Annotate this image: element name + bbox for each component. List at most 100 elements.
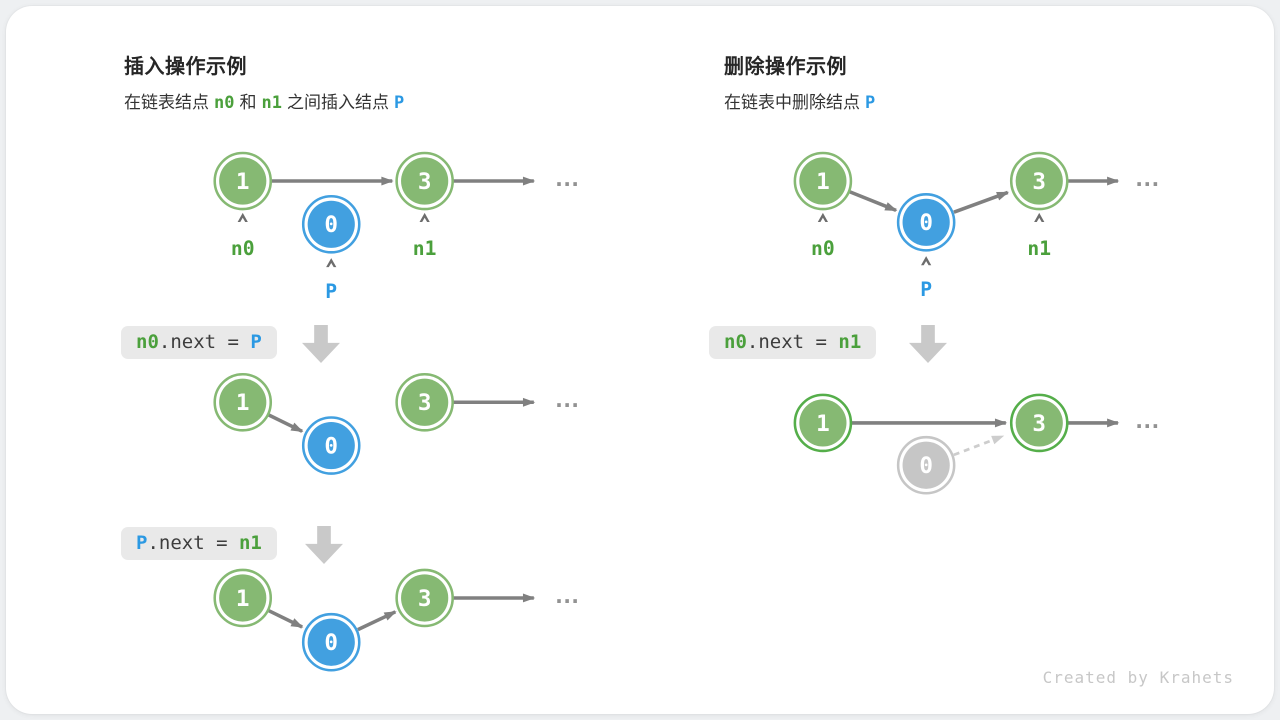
arrow-line bbox=[267, 413, 304, 433]
node-ring bbox=[395, 372, 454, 432]
node-value: 0 bbox=[324, 433, 338, 459]
node-value: 0 bbox=[324, 212, 338, 238]
section-title-insert: 插入操作示例 bbox=[124, 56, 247, 78]
caret-up-icon bbox=[1034, 212, 1045, 222]
node-value: 3 bbox=[418, 390, 432, 416]
caret-up-icon bbox=[419, 212, 430, 222]
node-value: 3 bbox=[418, 169, 432, 195]
node-body bbox=[307, 200, 355, 248]
node-value: 1 bbox=[236, 586, 250, 612]
subtitle-text: 在链表中删除结点 bbox=[724, 93, 860, 112]
node-ring bbox=[395, 151, 454, 211]
node-ring bbox=[793, 393, 853, 453]
node-body bbox=[401, 574, 449, 622]
node-label-n1: n1 bbox=[413, 237, 437, 260]
code-token-var: n0 bbox=[724, 331, 747, 353]
node-1: 1 bbox=[213, 568, 273, 628]
caret-up-icon bbox=[326, 258, 337, 268]
node-1: 1 bbox=[793, 393, 853, 453]
token-n0: n0 bbox=[214, 93, 235, 113]
node-value: 0 bbox=[919, 210, 933, 236]
linked-list-diagrams: ... 1 3 0 n0 n1 P bbox=[213, 151, 1163, 672]
node-label-p: P bbox=[920, 278, 932, 301]
node-3: 3 bbox=[1009, 151, 1069, 211]
node-body bbox=[1015, 399, 1063, 447]
node-p-removed: 0 bbox=[896, 435, 956, 495]
node-value: 1 bbox=[236, 169, 250, 195]
node-value: 1 bbox=[816, 169, 830, 195]
node-ring bbox=[213, 568, 273, 628]
node-body bbox=[902, 441, 950, 489]
node-ring bbox=[395, 568, 454, 628]
caret-up-icon bbox=[921, 256, 932, 266]
node-body bbox=[307, 618, 355, 666]
node-value: 3 bbox=[418, 586, 432, 612]
diagram-delete-initial: ... 1 0 3 n0 n1 P bbox=[793, 151, 1163, 301]
section-title-delete: 删除操作示例 bbox=[724, 56, 847, 78]
node-ring bbox=[213, 151, 273, 211]
watermark: Created by Krahets bbox=[1042, 668, 1234, 687]
token-p: P bbox=[393, 93, 405, 113]
diagram-insert-step1: ... 1 0 3 bbox=[213, 372, 583, 475]
code-token-op: .next = bbox=[158, 331, 251, 353]
node-value: 0 bbox=[919, 453, 933, 479]
node-body bbox=[219, 378, 267, 426]
diagram-delete-result: ... 0 1 3 bbox=[793, 393, 1163, 495]
node-3: 3 bbox=[395, 372, 454, 432]
node-ring bbox=[301, 416, 361, 475]
node-value: 1 bbox=[816, 411, 830, 437]
node-value: 3 bbox=[1032, 169, 1046, 195]
code-token-op: .next = bbox=[147, 532, 239, 554]
ellipsis-dots: ... bbox=[552, 167, 577, 192]
code-pill-insert-step1: n0.next = P bbox=[121, 326, 277, 359]
node-3: 3 bbox=[395, 151, 454, 211]
code-token-op: .next = bbox=[746, 331, 839, 353]
subtitle-text: 在链表结点 bbox=[124, 93, 209, 112]
section-subtitle-delete: 在链表中删除结点 P bbox=[724, 88, 880, 113]
node-body bbox=[401, 378, 449, 426]
node-ring bbox=[301, 612, 361, 672]
token-n1: n1 bbox=[261, 93, 282, 113]
ellipsis-dots: ... bbox=[552, 388, 577, 413]
node-body bbox=[219, 574, 267, 622]
caret-up-icon bbox=[817, 212, 829, 222]
node-label-n0: n0 bbox=[231, 237, 255, 260]
node-ring bbox=[1009, 151, 1069, 211]
node-label-n1: n1 bbox=[1027, 237, 1051, 260]
node-ring bbox=[896, 435, 956, 495]
node-1: 1 bbox=[213, 372, 273, 432]
node-1: 1 bbox=[793, 151, 853, 211]
node-ring bbox=[213, 372, 273, 432]
code-pill-delete-step1: n0.next = n1 bbox=[709, 326, 877, 359]
token-p: P bbox=[865, 93, 876, 113]
node-body bbox=[401, 157, 449, 205]
node-body bbox=[902, 198, 950, 246]
code-token-var: P bbox=[250, 331, 262, 353]
diagram-insert-initial: ... 1 3 0 n0 n1 P bbox=[213, 151, 583, 303]
node-body bbox=[1015, 157, 1063, 205]
node-p: 0 bbox=[301, 416, 361, 475]
node-value: 1 bbox=[236, 390, 250, 416]
arrow-line bbox=[848, 190, 898, 212]
subtitle-text: 之间插入结点 bbox=[286, 93, 389, 112]
caret-up-icon bbox=[237, 212, 248, 222]
node-p: 0 bbox=[301, 194, 361, 254]
node-value: 0 bbox=[324, 630, 338, 656]
subtitle-text: 和 bbox=[239, 93, 257, 112]
code-pill-insert-step2: P.next = n1 bbox=[121, 527, 277, 560]
arrow-line bbox=[357, 610, 397, 632]
dashed-arrow-line bbox=[953, 434, 1005, 457]
code-token-var: P bbox=[136, 532, 148, 554]
ellipsis-dots: ... bbox=[552, 584, 577, 609]
node-1: 1 bbox=[213, 151, 273, 211]
node-label-p: P bbox=[325, 280, 337, 303]
node-value: 3 bbox=[1032, 411, 1046, 437]
diagram-insert-step2: ... 1 0 3 bbox=[213, 568, 583, 672]
code-token-var: n0 bbox=[136, 331, 159, 353]
node-ring bbox=[1009, 393, 1069, 453]
node-ring bbox=[896, 193, 956, 252]
node-body bbox=[219, 157, 267, 205]
arrow-line bbox=[953, 190, 1010, 214]
